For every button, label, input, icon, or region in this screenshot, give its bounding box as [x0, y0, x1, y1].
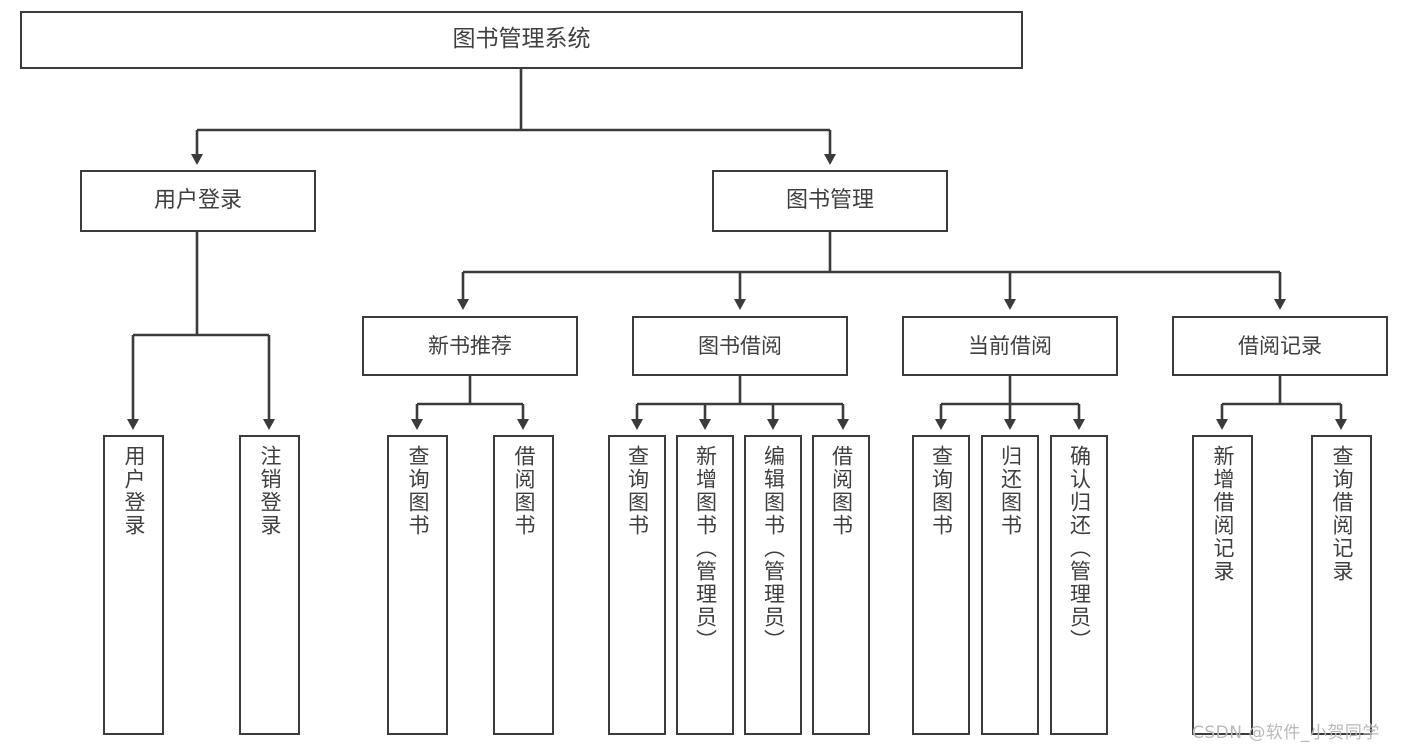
leaf-query-borrow-record[interactable]: 查询借阅记录 [1311, 435, 1372, 735]
csdn-watermark: CSDN @软件_小贺同学 [1192, 723, 1380, 743]
leaf-user-login[interactable]: 用户登录 [103, 435, 164, 735]
leaf-label: 确认归还（管理员） [1067, 445, 1092, 652]
node-book-borrow[interactable]: 图书借阅 [632, 316, 848, 376]
node-label: 新书推荐 [428, 333, 512, 358]
leaf-label: 借阅图书 [829, 445, 854, 537]
leaf-query-book-current[interactable]: 查询图书 [912, 435, 970, 735]
leaf-label: 查询图书 [929, 445, 954, 537]
leaf-add-borrow-record[interactable]: 新增借阅记录 [1192, 435, 1253, 735]
leaf-label: 注销登录 [258, 445, 282, 537]
node-root-book-management-system[interactable]: 图书管理系统 [20, 11, 1023, 69]
leaf-label: 查询图书 [406, 445, 430, 537]
leaf-query-book-recommend[interactable]: 查询图书 [387, 435, 448, 735]
leaf-label: 用户登录 [122, 445, 146, 537]
leaf-label: 新增借阅记录 [1211, 445, 1235, 583]
leaf-query-book-borrow[interactable]: 查询图书 [608, 435, 666, 735]
node-label: 借阅记录 [1238, 333, 1322, 358]
leaf-logout-login[interactable]: 注销登录 [239, 435, 300, 735]
node-user-login[interactable]: 用户登录 [80, 170, 316, 232]
leaf-label: 归还图书 [998, 445, 1023, 537]
leaf-add-book-admin[interactable]: 新增图书（管理员） [676, 435, 734, 735]
leaf-edit-book-admin[interactable]: 编辑图书（管理员） [744, 435, 802, 735]
node-label: 图书管理系统 [452, 26, 591, 53]
node-book-management[interactable]: 图书管理 [712, 170, 948, 232]
leaf-return-book[interactable]: 归还图书 [981, 435, 1039, 735]
leaf-confirm-return-admin[interactable]: 确认归还（管理员） [1050, 435, 1108, 735]
node-label: 图书管理 [785, 188, 874, 214]
leaf-borrow-book[interactable]: 借阅图书 [812, 435, 870, 735]
node-label: 用户登录 [153, 188, 242, 214]
leaf-label: 编辑图书（管理员） [761, 445, 786, 652]
node-borrow-record[interactable]: 借阅记录 [1172, 316, 1388, 376]
node-current-borrow[interactable]: 当前借阅 [902, 316, 1118, 376]
leaf-label: 借阅图书 [512, 445, 536, 537]
node-new-book-recommend[interactable]: 新书推荐 [362, 316, 578, 376]
leaf-label: 查询图书 [625, 445, 650, 537]
node-label: 图书借阅 [698, 333, 782, 358]
leaf-borrow-book-recommend[interactable]: 借阅图书 [493, 435, 554, 735]
leaf-label: 新增图书（管理员） [693, 445, 718, 652]
leaf-label: 查询借阅记录 [1330, 445, 1354, 583]
node-label: 当前借阅 [968, 333, 1052, 358]
